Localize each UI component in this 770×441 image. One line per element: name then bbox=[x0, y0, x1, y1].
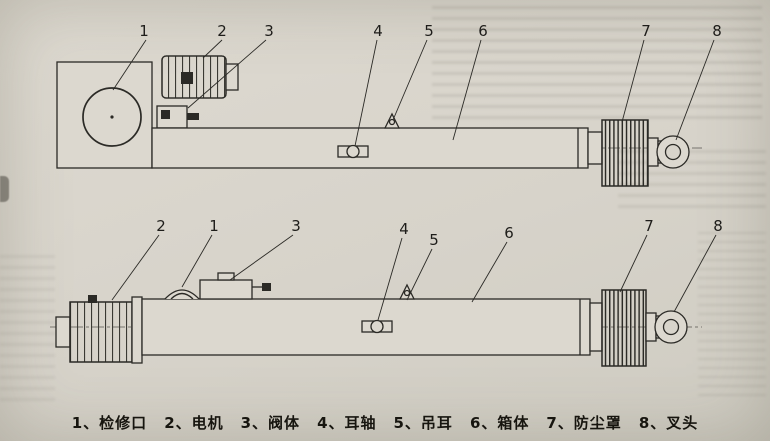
tv-lifting-lug bbox=[383, 112, 401, 129]
tv-cylinder-tube bbox=[151, 127, 589, 169]
bv-callout-3: 3 bbox=[291, 217, 301, 235]
bv-inspection-port bbox=[164, 289, 200, 300]
top-view: 1 2 3 4 5 6 7 8 bbox=[56, 22, 722, 187]
bv-end-collar bbox=[589, 302, 603, 352]
caption-part-6: 6、箱体 bbox=[469, 414, 530, 432]
caption-part-5: 5、吊耳 bbox=[393, 414, 453, 432]
caption-part-4: 4、耳轴 bbox=[317, 414, 377, 432]
tv-callout-3: 3 bbox=[264, 22, 274, 40]
bv-callout-8: 8 bbox=[713, 217, 723, 235]
tv-fork-head bbox=[647, 135, 690, 169]
caption-part-2: 2、电机 bbox=[164, 414, 224, 432]
bv-callout-5: 5 bbox=[429, 231, 439, 249]
tv-callout-2: 2 bbox=[217, 22, 227, 40]
bv-dust-cover bbox=[601, 289, 647, 367]
caption-part-3: 3、阀体 bbox=[240, 414, 301, 432]
bv-motor bbox=[55, 295, 143, 364]
tv-callout-4: 4 bbox=[373, 22, 383, 40]
actuator-drawings: 1 2 3 4 5 6 7 8 bbox=[50, 22, 723, 367]
bv-callout-1: 1 bbox=[209, 217, 219, 235]
scan-artifact bbox=[0, 176, 9, 202]
bv-callouts: 2 1 3 4 5 6 7 8 bbox=[156, 217, 723, 249]
tv-callout-5: 5 bbox=[424, 22, 434, 40]
bv-callout-6: 6 bbox=[504, 224, 514, 242]
bv-callout-4: 4 bbox=[399, 220, 409, 238]
tv-end-collar bbox=[587, 131, 603, 165]
scan-artifact bbox=[0, 255, 55, 405]
tv-callout-7: 7 bbox=[641, 22, 651, 40]
tv-motor bbox=[161, 55, 239, 99]
tv-housing bbox=[56, 61, 153, 169]
tv-leader-lines bbox=[112, 39, 715, 147]
scan-artifact bbox=[698, 232, 766, 400]
parts-caption: 1、检修口 2、电机 3、阀体 4、耳轴 5、吊耳 6、箱体 7、防尘罩 8、叉… bbox=[0, 412, 770, 433]
bottom-view: 2 1 3 4 5 6 7 8 bbox=[50, 217, 723, 367]
bv-trunnion bbox=[361, 319, 393, 334]
bv-callout-7: 7 bbox=[644, 217, 654, 235]
tv-dust-cover bbox=[601, 119, 649, 187]
tv-callout-8: 8 bbox=[712, 22, 722, 40]
caption-part-8: 8、叉头 bbox=[638, 414, 699, 432]
bv-leader-lines bbox=[111, 234, 717, 321]
bv-lifting-lug bbox=[398, 283, 416, 300]
tv-callout-6: 6 bbox=[478, 22, 488, 40]
bv-valve-body bbox=[199, 272, 271, 300]
bv-fork-head bbox=[645, 310, 688, 344]
tv-trunnion bbox=[337, 144, 369, 159]
tv-callouts: 1 2 3 4 5 6 7 8 bbox=[139, 22, 722, 40]
tv-valve-body bbox=[156, 105, 199, 129]
scan-artifact bbox=[432, 6, 762, 124]
tv-callout-1: 1 bbox=[139, 22, 149, 40]
bv-callout-2: 2 bbox=[156, 217, 166, 235]
caption-part-7: 7、防尘罩 bbox=[546, 414, 622, 432]
caption-part-1: 1、检修口 bbox=[71, 414, 148, 432]
